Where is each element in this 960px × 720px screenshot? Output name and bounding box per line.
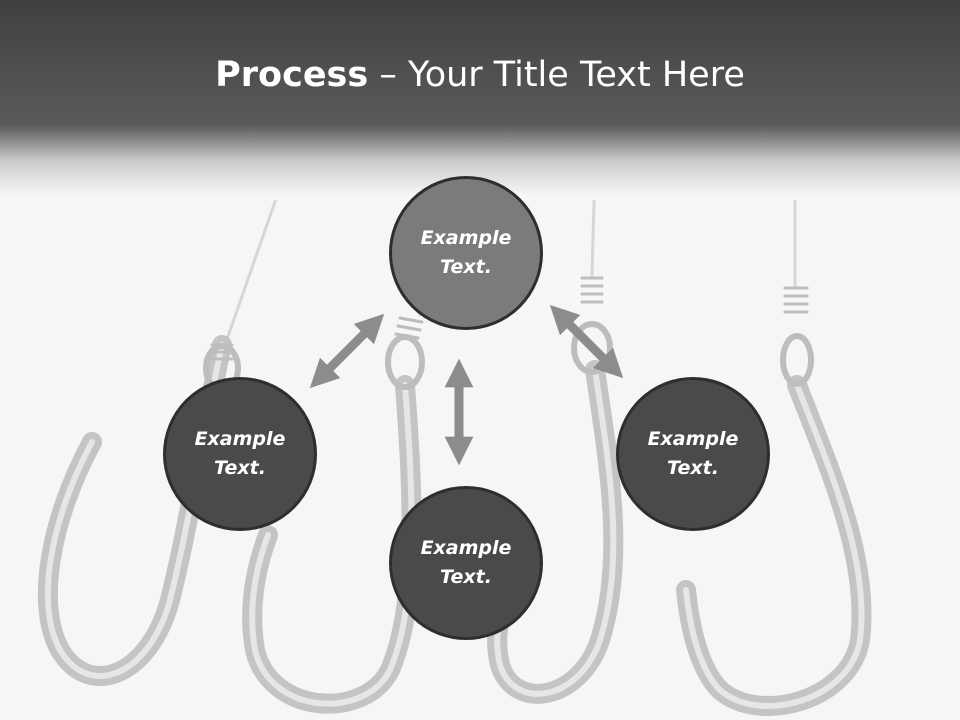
slide-title: Process – Your Title Text Here [0,52,960,98]
title-rest: – Your Title Text Here [368,55,745,95]
title-bar: Process – Your Title Text Here [0,0,960,200]
node-label: Example Text. [420,537,512,588]
node-label: Example Text. [647,428,739,479]
process-node-bottom: Example Text. [389,486,543,640]
process-node-top: Example Text. [389,176,543,330]
process-node-right: Example Text. [616,377,770,531]
node-label: Example Text. [420,227,512,278]
node-label: Example Text. [194,428,286,479]
double-headed-arrow-icon [549,304,624,379]
process-node-left: Example Text. [163,377,317,531]
double-headed-arrow-icon [309,313,385,389]
title-strong: Process [215,55,369,95]
